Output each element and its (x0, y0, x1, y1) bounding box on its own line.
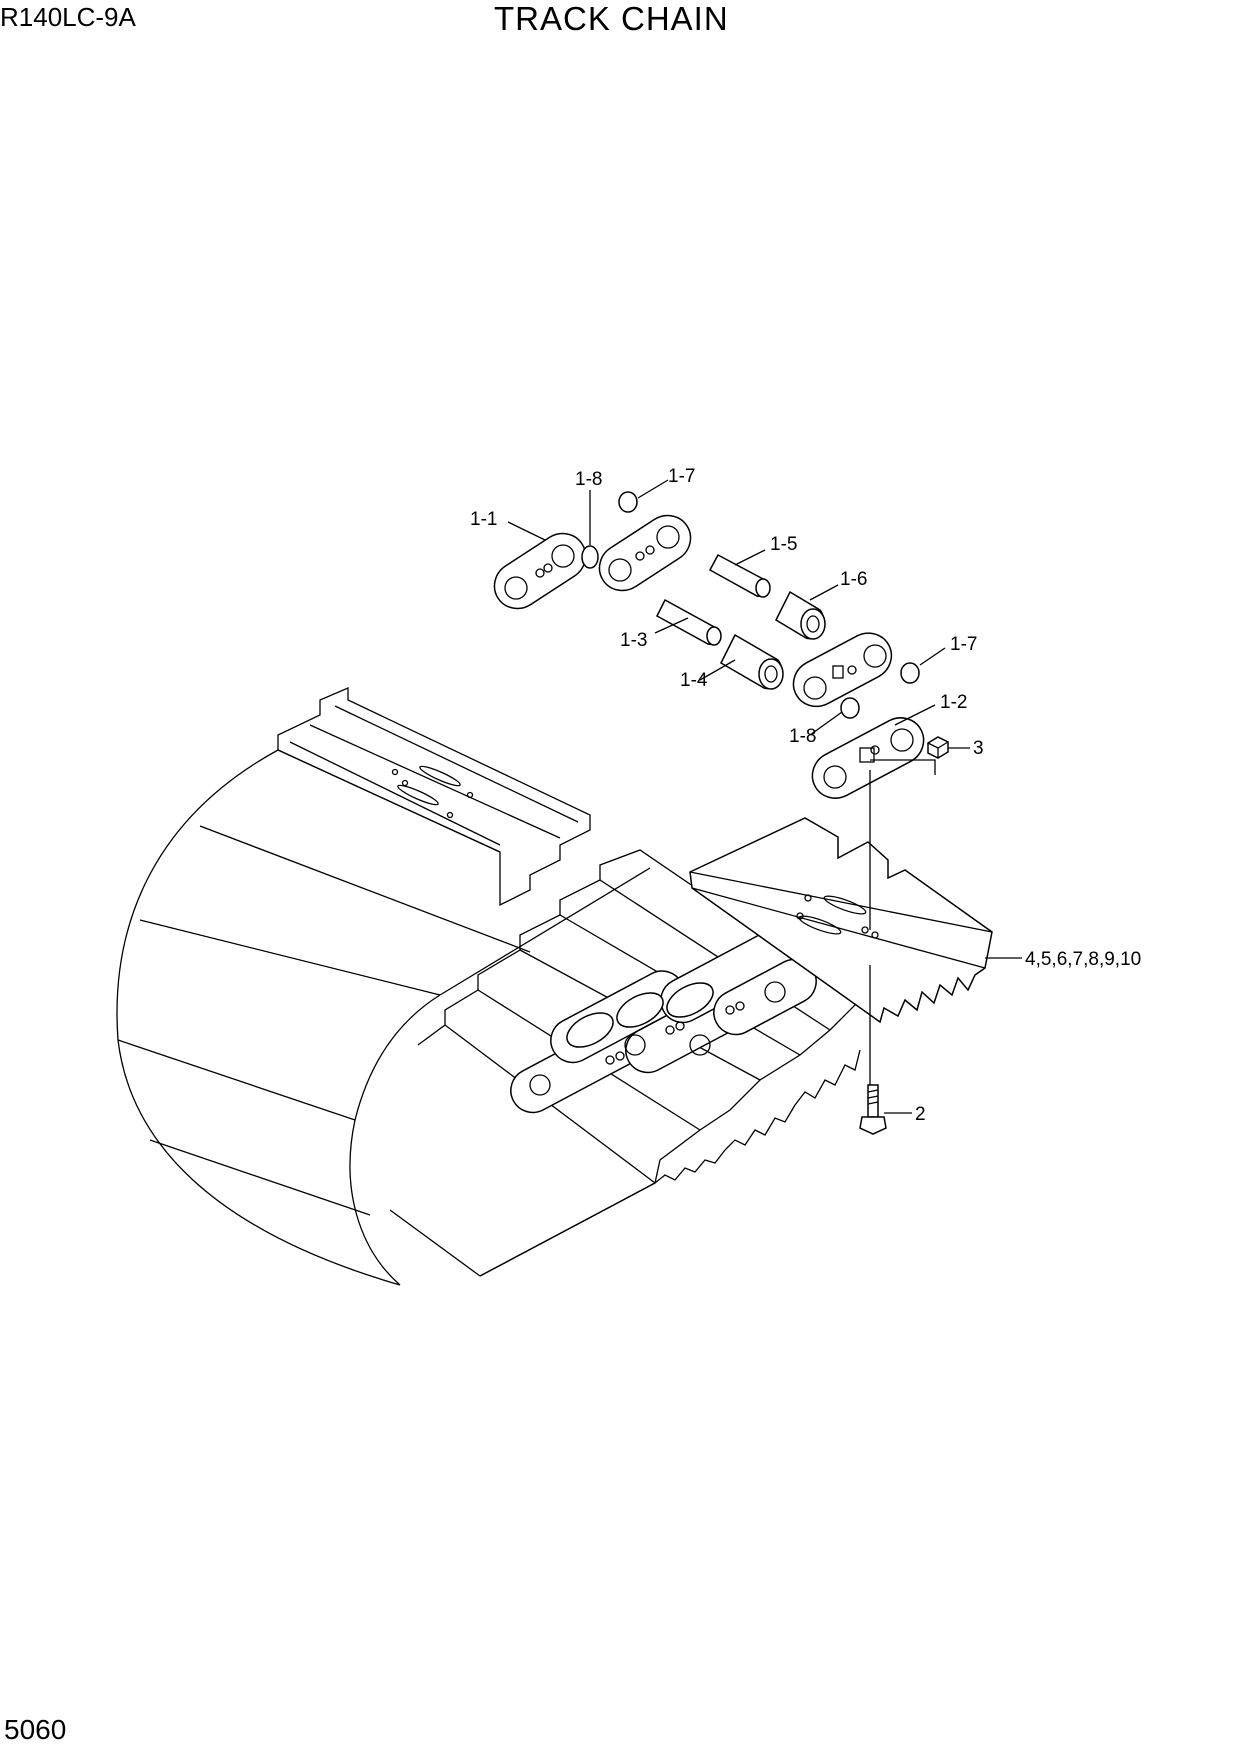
callout-1-8-upper: 1-8 (575, 469, 602, 490)
link-1-1 (493, 532, 587, 610)
seal-1-8-upper (581, 545, 599, 569)
seal-1-7-lower (900, 662, 920, 684)
bushing-1-6 (775, 590, 826, 640)
seal-1-7-upper (618, 491, 638, 513)
belt-lower-shoes (417, 849, 862, 1277)
link-upper-middle (598, 514, 692, 592)
seal-1-8-lower (840, 697, 860, 719)
bolt-2 (859, 1084, 887, 1135)
model-number: R140LC-9A (0, 2, 136, 32)
callout-1-5: 1-5 (770, 534, 797, 555)
callout-1-8-lower: 1-8 (789, 726, 816, 747)
bushing-1-4 (720, 633, 784, 690)
callout-1-3: 1-3 (620, 630, 647, 651)
callout-1-7-upper: 1-7 (668, 466, 695, 487)
callout-1-4: 1-4 (680, 670, 708, 691)
callout-1-1: 1-1 (470, 509, 497, 530)
leader-lines (507, 479, 1022, 1114)
page-title: TRACK CHAIN (494, 0, 729, 37)
pin-1-5 (708, 553, 771, 598)
callout-3: 3 (973, 738, 984, 759)
nut-3 (927, 736, 949, 759)
link-lower-right (792, 632, 893, 708)
callout-4-10: 4,5,6,7,8,9,10 (1025, 949, 1141, 970)
page-number: 5060 (4, 1714, 67, 1745)
callout-2: 2 (915, 1104, 926, 1125)
track-shoe (689, 817, 993, 1024)
callout-1-6: 1-6 (840, 569, 867, 590)
pin-1-3 (656, 598, 722, 646)
callout-1-7-lower: 1-7 (950, 634, 977, 655)
callout-1-2: 1-2 (940, 692, 967, 713)
link-1-2 (811, 717, 925, 799)
belt-top-shoe (277, 687, 591, 907)
